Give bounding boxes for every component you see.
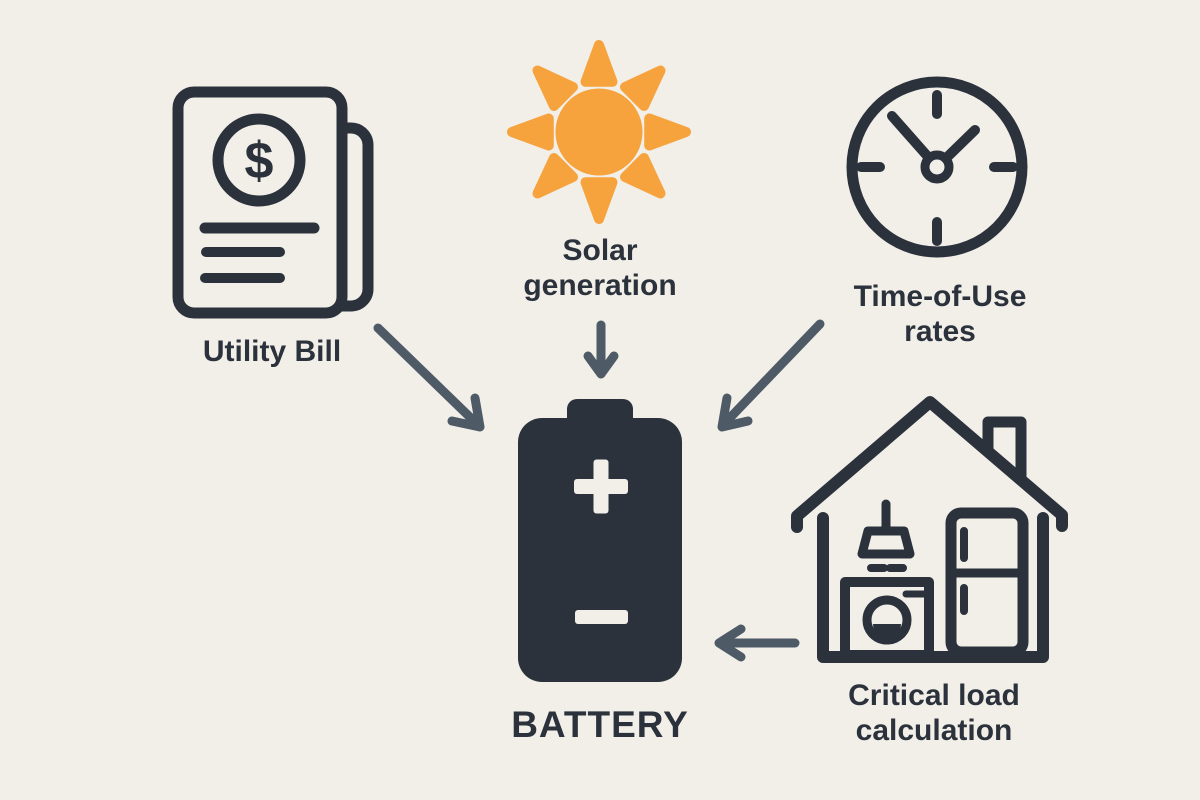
clock-face [846,76,1028,258]
house-chimney [982,416,1027,485]
arrow-head [717,393,753,432]
washer-water [873,624,901,638]
battery-body [518,418,682,682]
clock-center [920,150,954,184]
refrigerator-icon [945,507,1029,658]
lamp-shade [857,526,915,559]
pendant-lamp-icon [857,499,915,572]
arrow-tou-to-battery [717,319,825,432]
fridge-body [945,507,1029,658]
washing-machine-icon [840,577,934,660]
dollar-sign-icon: $ [245,132,274,190]
battery-minus-icon [575,610,628,624]
washer-door [862,595,912,645]
invoice-document-icon: $ [172,86,374,319]
arrow-head [447,393,485,432]
clock-ticks [856,90,1018,246]
battery-plus-icon [574,459,628,514]
critical-load-label: Critical load calculation [848,679,1020,748]
arrow-solar-to-battery [583,320,619,379]
utility-bill-label: Utility Bill [202,335,342,368]
battery-label: BATTERY [511,704,689,745]
washer-body [840,577,934,660]
battery-icon [518,399,682,682]
clock-icon [846,76,1028,258]
arrow-head [583,351,619,379]
arrow-shaft [721,319,825,427]
arrow-house-to-battery [714,624,800,662]
arrow-shaft [373,323,482,429]
sun-icon [507,40,691,224]
house-roof [791,396,1068,533]
arrow-head [714,624,746,662]
arrow-utility-to-battery [373,323,485,432]
dollar-circle [212,113,306,207]
sun-rays [507,40,691,224]
house-appliances-icon [791,396,1068,663]
time-of-use-label: Time-of-Use rates [853,280,1027,349]
solar-generation-label: Solar generation [523,234,677,303]
sun-core [555,88,643,176]
